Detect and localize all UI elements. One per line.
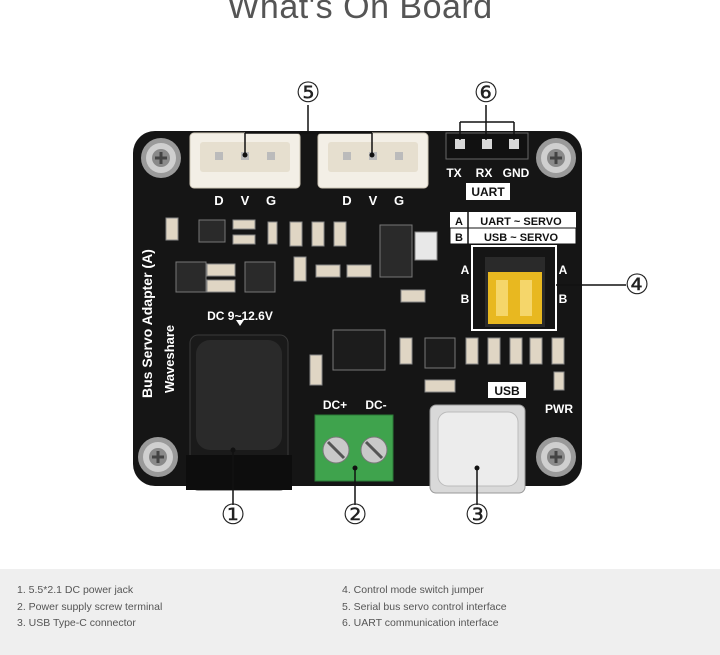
jumper-a-left: A [461,263,470,277]
callout-number-1: ① [220,499,245,530]
servo-pin-label: D [342,193,351,208]
mode-b-box [449,227,577,245]
legend-item: 1. 5.5*2.1 DC power jack [17,584,134,596]
usb-badge-label: USB [494,384,520,398]
usb-type-c-connector [429,404,526,494]
board-brand: Waveshare [162,325,177,393]
servo-pin-label: V [369,193,378,208]
smd-components [175,219,456,371]
legend-panel: 1. 5.5*2.1 DC power jack 2. Power supply… [0,569,720,655]
dc-minus-label: DC- [365,398,386,412]
mode-a-letter: A [455,216,463,228]
pwr-led [553,371,565,391]
dc-plus-label: DC+ [323,398,347,412]
screw-terminal [314,414,394,482]
legend-item: 4. Control mode switch jumper [342,584,484,596]
usb-badge [488,382,526,398]
callout-number-2: ② [342,499,367,530]
jumper-switch [485,257,545,327]
legend-right-column: 4. Control mode switch jumper 5. Serial … [342,582,507,632]
callout-lines [232,105,626,505]
servo-pin-label: V [241,193,250,208]
uart-pin-label: TX [446,166,461,180]
legend-item: 3. USB Type-C connector [17,617,136,629]
mode-a-text: UART ~ SERVO [480,216,562,228]
mode-a-box [450,212,576,228]
mounting-screw-icon [536,138,576,178]
callout-dots [230,152,480,471]
page-title: What's On Board [227,0,493,26]
resistors [165,217,565,393]
legend-item: 5. Serial bus servo control interface [342,600,507,613]
jumper-b-right: B [559,292,568,306]
legend-item: 2. Power supply screw terminal [17,600,163,613]
servo-pin-label: G [266,193,276,208]
pwr-label: PWR [545,402,573,416]
jumper-b-left: B [461,292,470,306]
mounting-screw-icon [141,138,181,178]
callout-number-3: ③ [464,499,489,530]
uart-badge [466,183,510,200]
legend-left-column: 1. 5.5*2.1 DC power jack 2. Power supply… [17,582,162,632]
dc-power-jack [186,334,292,491]
mode-b-letter: B [455,232,463,244]
servo-pin-label: G [394,193,404,208]
board-illustration: D V G D V G TX RX GND UART Bus Servo Ada… [133,77,650,530]
servo-connector-left [189,132,301,189]
uart-pin-label: RX [476,166,493,180]
jumper-highlight-box [471,245,557,331]
legend-item: 6. UART communication interface [342,617,499,629]
arrow-down-icon [236,320,244,326]
tantalum-cap [414,231,438,261]
mounting-screw-icon [138,437,178,477]
servo-connector-right [317,132,429,189]
callout-number-4: ④ [624,269,649,300]
uart-pin-label: GND [503,166,530,180]
uart-badge-label: UART [471,185,505,199]
dc-voltage-label: DC 9~12.6V [207,309,273,323]
board-name: Bus Servo Adapter (A) [139,249,155,398]
mode-b-text: USB ~ SERVO [484,232,559,244]
callout-number-6: ⑥ [473,77,498,108]
callout-number-5: ⑤ [295,77,320,108]
jumper-a-right: A [559,263,568,277]
servo-pin-label: D [214,193,223,208]
mounting-screw-icon [536,437,576,477]
uart-header [445,132,529,160]
